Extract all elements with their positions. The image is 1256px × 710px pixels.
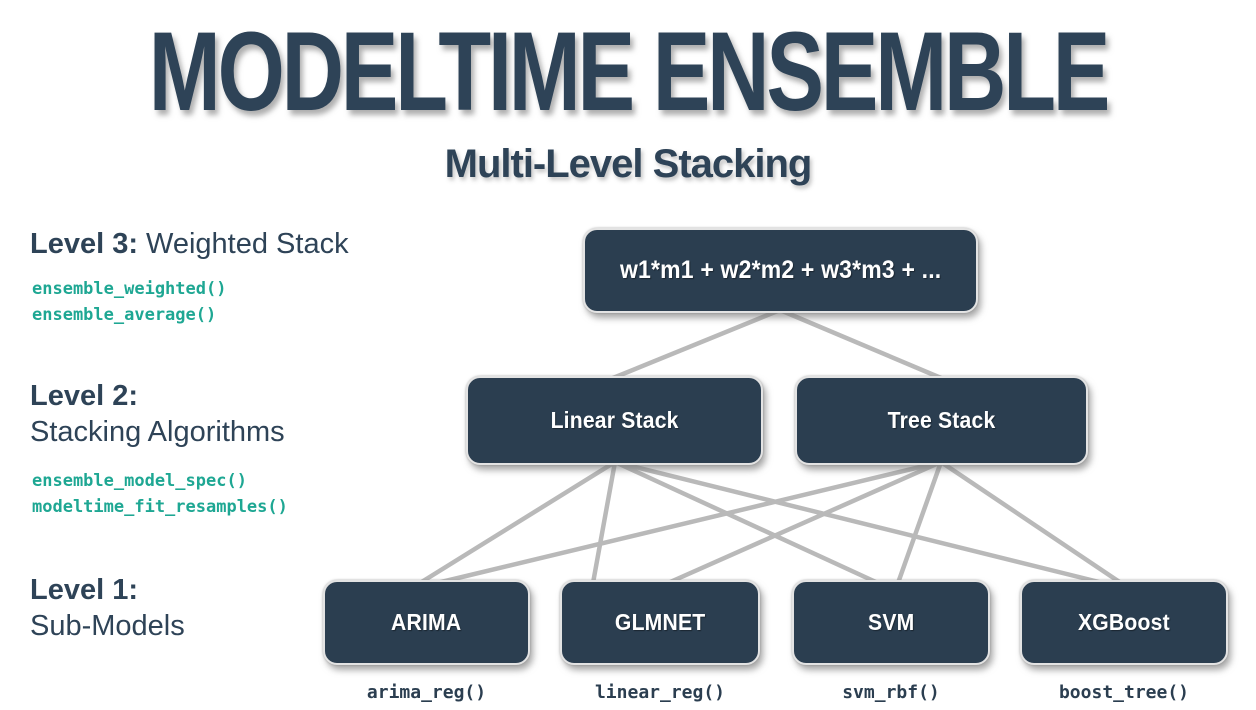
weighted-stack-node: w1*m1 + w2*m2 + w3*m3 + ... xyxy=(583,228,978,313)
svm-node: SVM xyxy=(792,580,990,665)
glmnet-node: GLMNET xyxy=(560,580,760,665)
level1-label-rest: Sub-Models xyxy=(30,610,185,643)
arima-function-label: arima_reg() xyxy=(366,682,487,703)
level2-functions: ensemble_model_spec() modeltime_fit_resa… xyxy=(32,468,288,521)
code-modeltime-fit-resamples: modeltime_fit_resamples() xyxy=(32,497,288,518)
xgboost-function-label: boost_tree() xyxy=(1058,682,1190,703)
code-ensemble-average: ensemble_average() xyxy=(32,305,217,326)
linear-stack-node: Linear Stack xyxy=(466,376,763,465)
level3-label-rest: Weighted Stack xyxy=(146,228,349,260)
level2-label-rest: Stacking Algorithms xyxy=(30,416,285,449)
level1-label-bold: Level 1: xyxy=(30,574,138,606)
level3-functions: ensemble_weighted() ensemble_average() xyxy=(32,276,226,329)
svm-label: SVM xyxy=(867,609,915,635)
header: MODELTIME ENSEMBLE xyxy=(0,6,1256,134)
level2-label-bold: Level 2: xyxy=(30,380,138,412)
svm-function-label: svm_rbf() xyxy=(842,682,940,703)
level1-label: Level 1: Sub-Models xyxy=(30,572,185,645)
tree-stack-node: Tree Stack xyxy=(795,376,1088,465)
arima-label: ARIMA xyxy=(391,609,462,635)
code-ensemble-weighted: ensemble_weighted() xyxy=(32,279,227,299)
xgboost-label: XGBoost xyxy=(1078,609,1170,635)
level3-label-bold: Level 3: xyxy=(30,228,138,260)
xgboost-node: XGBoost xyxy=(1020,580,1228,665)
page-title: MODELTIME ENSEMBLE xyxy=(148,8,1111,134)
level3-label: Level 3:Weighted Stack xyxy=(30,226,349,262)
glmnet-function-label: linear_reg() xyxy=(594,682,726,703)
arima-node: ARIMA xyxy=(323,580,530,665)
linear-stack-label: Linear Stack xyxy=(550,407,679,433)
subheader: Multi-Level Stacking xyxy=(0,142,1256,187)
tree-stack-label: Tree Stack xyxy=(887,407,996,433)
level2-label: Level 2: Stacking Algorithms xyxy=(30,378,285,451)
code-ensemble-model-spec: ensemble_model_spec() xyxy=(32,471,247,491)
glmnet-label: GLMNET xyxy=(614,609,706,635)
weighted-stack-formula: w1*m1 + w2*m2 + w3*m3 + ... xyxy=(619,256,942,284)
page-subtitle: Multi-Level Stacking xyxy=(444,142,813,186)
